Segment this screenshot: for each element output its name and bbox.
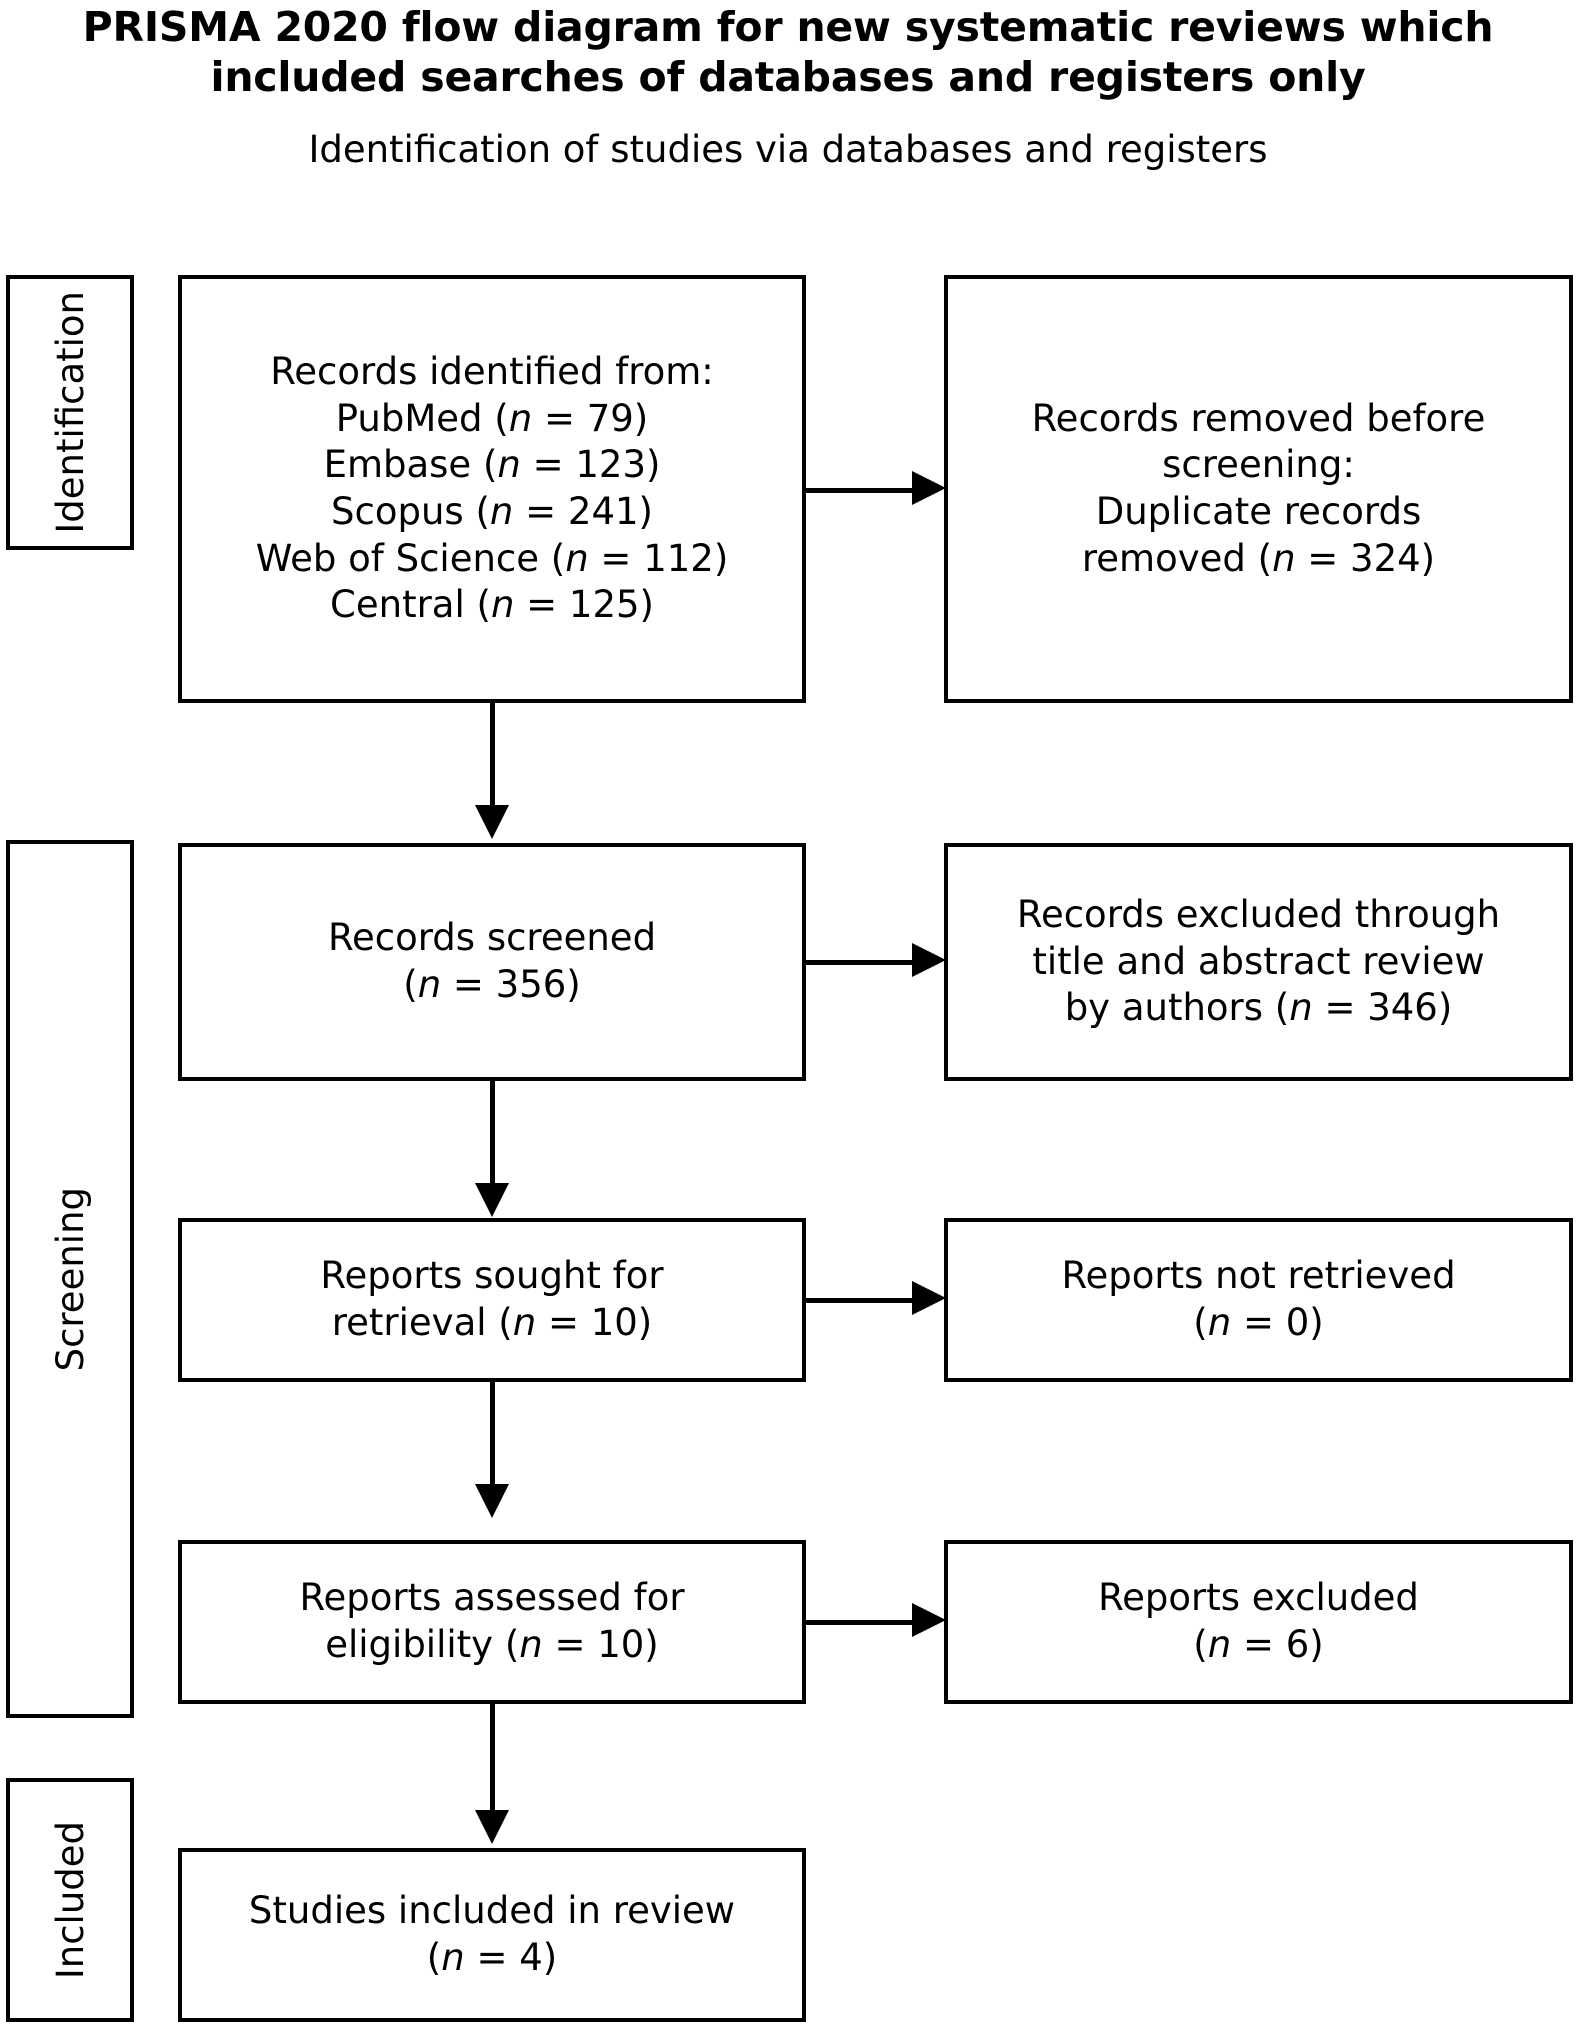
connector-screened-to-sought bbox=[490, 1081, 495, 1185]
arrowhead-screened-to-excluded bbox=[912, 943, 946, 977]
stage-label-screening-text: Screening bbox=[48, 1186, 92, 1372]
box-records-removed: Records removed before screening: Duplic… bbox=[944, 275, 1573, 703]
box-records-screened: Records screened (n = 356) bbox=[178, 843, 806, 1081]
connector-assessed-to-included bbox=[490, 1704, 495, 1812]
records-screened-line-0: Records screened bbox=[327, 916, 657, 960]
stage-label-identification-text: Identification bbox=[48, 291, 92, 534]
diagram-subtitle: Identification of studies via databases … bbox=[308, 128, 1268, 171]
reports-assessed-line-1: eligibility (n = 10) bbox=[325, 1623, 659, 1666]
arrowhead-identified-to-removed bbox=[912, 471, 946, 505]
records-identified-line-2: Embase (n = 123) bbox=[323, 443, 661, 487]
box-reports-excluded: Reports excluded (n = 6) bbox=[944, 1540, 1573, 1704]
box-records-excluded: Records excluded through title and abstr… bbox=[944, 843, 1573, 1081]
connector-sought-to-assessed bbox=[490, 1382, 495, 1486]
reports-not-retrieved-line-1: (n = 0) bbox=[1193, 1301, 1324, 1344]
records-identified-line-0: Records identified from: bbox=[270, 350, 714, 394]
reports-sought-line-0: Reports sought for bbox=[320, 1254, 664, 1298]
arrowhead-sought-to-assessed bbox=[475, 1484, 509, 1518]
box-reports-sought: Reports sought for retrieval (n = 10) bbox=[178, 1218, 806, 1382]
records-excluded-line-1: title and abstract review bbox=[1032, 939, 1485, 983]
studies-included-line-1: (n = 4) bbox=[426, 1936, 558, 1979]
records-removed-line-1: screening: bbox=[1162, 443, 1355, 487]
reports-assessed-line-0: Reports assessed for bbox=[299, 1576, 685, 1620]
reports-sought-line-1: retrieval (n = 10) bbox=[331, 1301, 653, 1344]
records-removed-line-3: removed (n = 324) bbox=[1081, 536, 1436, 580]
connector-assessed-to-excluded bbox=[806, 1620, 916, 1625]
arrowhead-screened-to-sought bbox=[475, 1183, 509, 1217]
box-records-identified: Records identified from: PubMed (n = 79)… bbox=[178, 275, 806, 703]
records-excluded-line-0: Records excluded through bbox=[1016, 893, 1501, 937]
studies-included-line-0: Studies included in review bbox=[248, 1889, 736, 1933]
connector-screened-to-excluded bbox=[806, 960, 916, 965]
stage-label-included: Included bbox=[6, 1778, 134, 2022]
records-identified-line-1: PubMed (n = 79) bbox=[335, 396, 649, 440]
box-reports-not-retrieved: Reports not retrieved (n = 0) bbox=[944, 1218, 1573, 1382]
reports-not-retrieved-line-0: Reports not retrieved bbox=[1061, 1254, 1456, 1298]
stage-label-identification: Identification bbox=[6, 275, 134, 550]
stage-label-screening: Screening bbox=[6, 840, 134, 1718]
records-identified-line-4: Web of Science (n = 112) bbox=[255, 536, 729, 580]
reports-excluded-line-0: Reports excluded bbox=[1098, 1576, 1419, 1620]
records-removed-line-2: Duplicate records bbox=[1095, 490, 1422, 533]
diagram-title: PRISMA 2020 flow diagram for new systema… bbox=[82, 3, 1494, 102]
records-screened-line-1: (n = 356) bbox=[403, 963, 581, 1006]
connector-identified-to-removed bbox=[806, 488, 916, 493]
arrowhead-sought-to-not-retrieved bbox=[912, 1281, 946, 1315]
records-identified-line-5: Central (n = 125) bbox=[330, 583, 654, 627]
records-removed-line-0: Records removed before bbox=[1031, 396, 1486, 440]
box-reports-assessed: Reports assessed for eligibility (n = 10… bbox=[178, 1540, 806, 1704]
connector-sought-to-not-retrieved bbox=[806, 1298, 916, 1303]
records-identified-line-3: Scopus (n = 241) bbox=[331, 490, 653, 533]
stage-label-included-text: Included bbox=[48, 1820, 92, 1980]
box-studies-included: Studies included in review (n = 4) bbox=[178, 1848, 806, 2022]
records-excluded-line-2: by authors (n = 346) bbox=[1064, 986, 1453, 1030]
arrowhead-assessed-to-included bbox=[475, 1810, 509, 1844]
reports-excluded-line-1: (n = 6) bbox=[1193, 1623, 1324, 1666]
arrowhead-assessed-to-excluded bbox=[912, 1603, 946, 1637]
arrowhead-identified-to-screened bbox=[475, 805, 509, 839]
connector-identified-to-screened bbox=[490, 703, 495, 807]
